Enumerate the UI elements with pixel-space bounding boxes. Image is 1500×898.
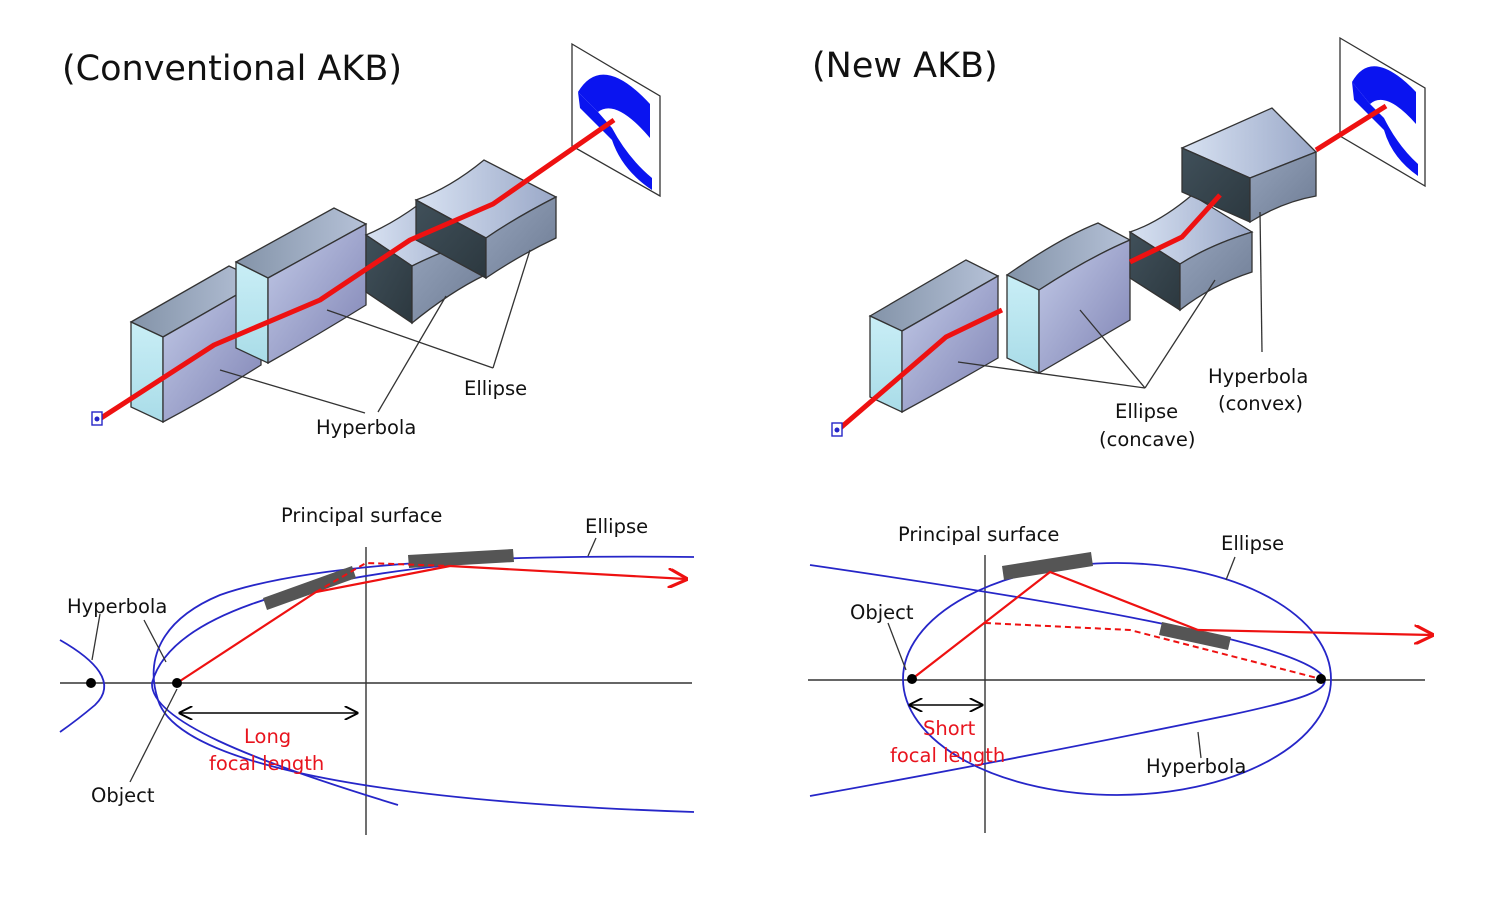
xray-beam-new-2 [1128, 193, 1222, 265]
mirror-hyperbola-front [868, 259, 1000, 414]
virtual-ray-new [984, 622, 1322, 680]
label-object-new: Object [850, 601, 914, 624]
mirror-hyperbola [263, 566, 356, 610]
output-ray [449, 564, 686, 579]
label-long: Long [244, 725, 291, 748]
label-hyperbola: Hyperbola [316, 416, 416, 439]
new-akb-2d: Principal surface Ellipse Object Hyperbo… [808, 523, 1432, 833]
conventional-akb-title: (Conventional AKB) [62, 49, 402, 89]
label-ellipse: Ellipse [464, 377, 527, 400]
label-focal-length-new: focal length [890, 744, 1005, 767]
xray-beam-new-3 [1314, 103, 1388, 153]
conventional-akb-2d: Principal surface Ellipse Hyperbola Obje… [59, 504, 695, 835]
xray-beam-conventional [96, 117, 616, 423]
mirror-ellipse-concave [1005, 222, 1132, 375]
label-ellipse-2d-new: Ellipse [1221, 532, 1284, 555]
mirror-hyperbola-new [1159, 622, 1231, 650]
mirror-hyperbola-convex [1180, 107, 1318, 224]
source-icon-new [831, 422, 843, 437]
detector-screen [571, 42, 661, 198]
ray-path-new [911, 570, 1199, 680]
object-point [172, 678, 182, 688]
mirror-ellipse [408, 549, 514, 568]
label-object: Object [91, 784, 155, 807]
label-ellipse-2d: Ellipse [585, 515, 648, 538]
hyperbola-curve-new [809, 564, 1326, 797]
source-icon [91, 411, 103, 426]
output-ray-new [1197, 630, 1432, 635]
label-principal-surface: Principal surface [281, 504, 442, 527]
mirror-ellipse-2 [414, 159, 558, 280]
conventional-akb-3d: (Conventional AKB) [62, 42, 661, 439]
detector-screen-new [1339, 36, 1426, 188]
xray-beam-new-1 [836, 307, 1004, 432]
mirror-ellipse-new [1002, 552, 1093, 580]
label-hyperbola-new: Hyperbola [1208, 365, 1308, 388]
label-ellipse-new: Ellipse [1115, 400, 1178, 423]
focus-point-right [1316, 674, 1326, 684]
label-ellipse-concave: (concave) [1099, 428, 1195, 451]
object-point-new [907, 674, 917, 684]
label-principal-surface-new: Principal surface [898, 523, 1059, 546]
hyperbola-curve-left [59, 639, 106, 733]
ellipse-curve-new [902, 562, 1332, 796]
label-hyperbola-2d: Hyperbola [67, 595, 167, 618]
label-hyperbola-2d-new: Hyperbola [1146, 755, 1246, 778]
label-short: Short [923, 717, 976, 740]
label-hyperbola-convex: (convex) [1218, 392, 1303, 415]
virtual-ray [315, 561, 451, 593]
focus-point-left [86, 678, 96, 688]
new-akb-3d: (New AKB) [812, 36, 1426, 451]
label-focal-length: focal length [209, 752, 324, 775]
mirror-hyperbola-2 [234, 207, 368, 365]
new-akb-title: (New AKB) [812, 46, 998, 86]
